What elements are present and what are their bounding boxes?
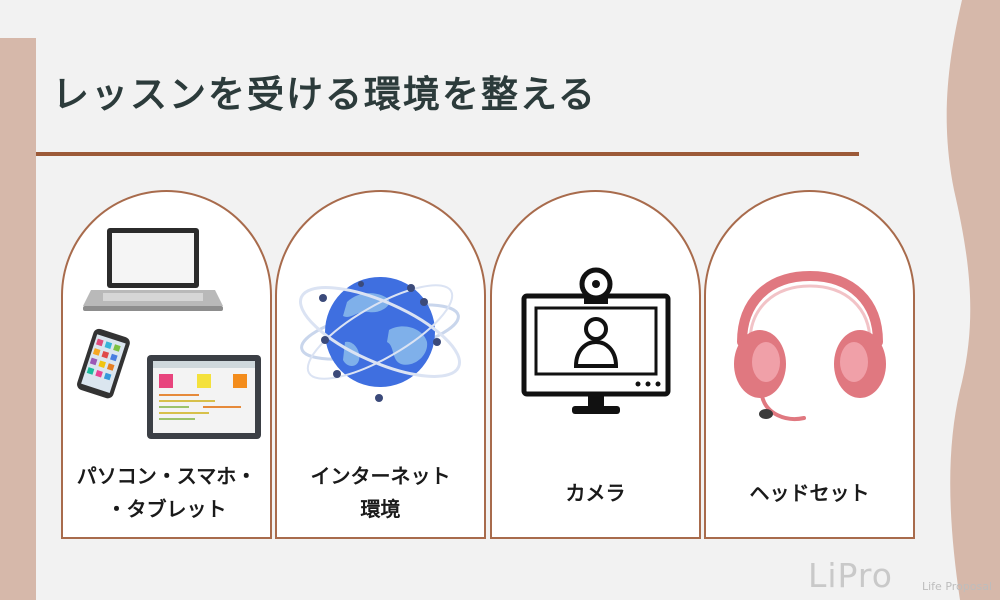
card-label: インターネット 環境 — [310, 464, 451, 521]
left-accent-band — [0, 38, 36, 600]
card-label: パソコン・スマホ・ ・タブレット — [76, 464, 257, 521]
webcam-monitor-icon — [521, 267, 671, 414]
brand-tagline: Life Proposal — [922, 580, 993, 593]
title-divider — [36, 152, 859, 156]
card-internet: インターネット 環境 — [275, 190, 486, 539]
card-label: カメラ — [565, 481, 626, 505]
card-devices: パソコン・スマホ・ ・タブレット — [61, 190, 272, 539]
brand-logo: LiPro Life Proposal — [808, 556, 992, 595]
page-title: レッスンを受ける環境を整える — [52, 73, 597, 116]
headset-icon — [734, 270, 886, 421]
card-camera: カメラ — [490, 190, 701, 539]
card-label: ヘッドセット — [749, 481, 870, 505]
laptop-phone-tablet-icon — [77, 228, 261, 439]
brand-name: LiPro — [808, 556, 893, 595]
card-headset: ヘッドセット — [704, 190, 915, 539]
globe-network-icon — [298, 277, 462, 402]
right-wave-decoration — [946, 0, 1000, 600]
